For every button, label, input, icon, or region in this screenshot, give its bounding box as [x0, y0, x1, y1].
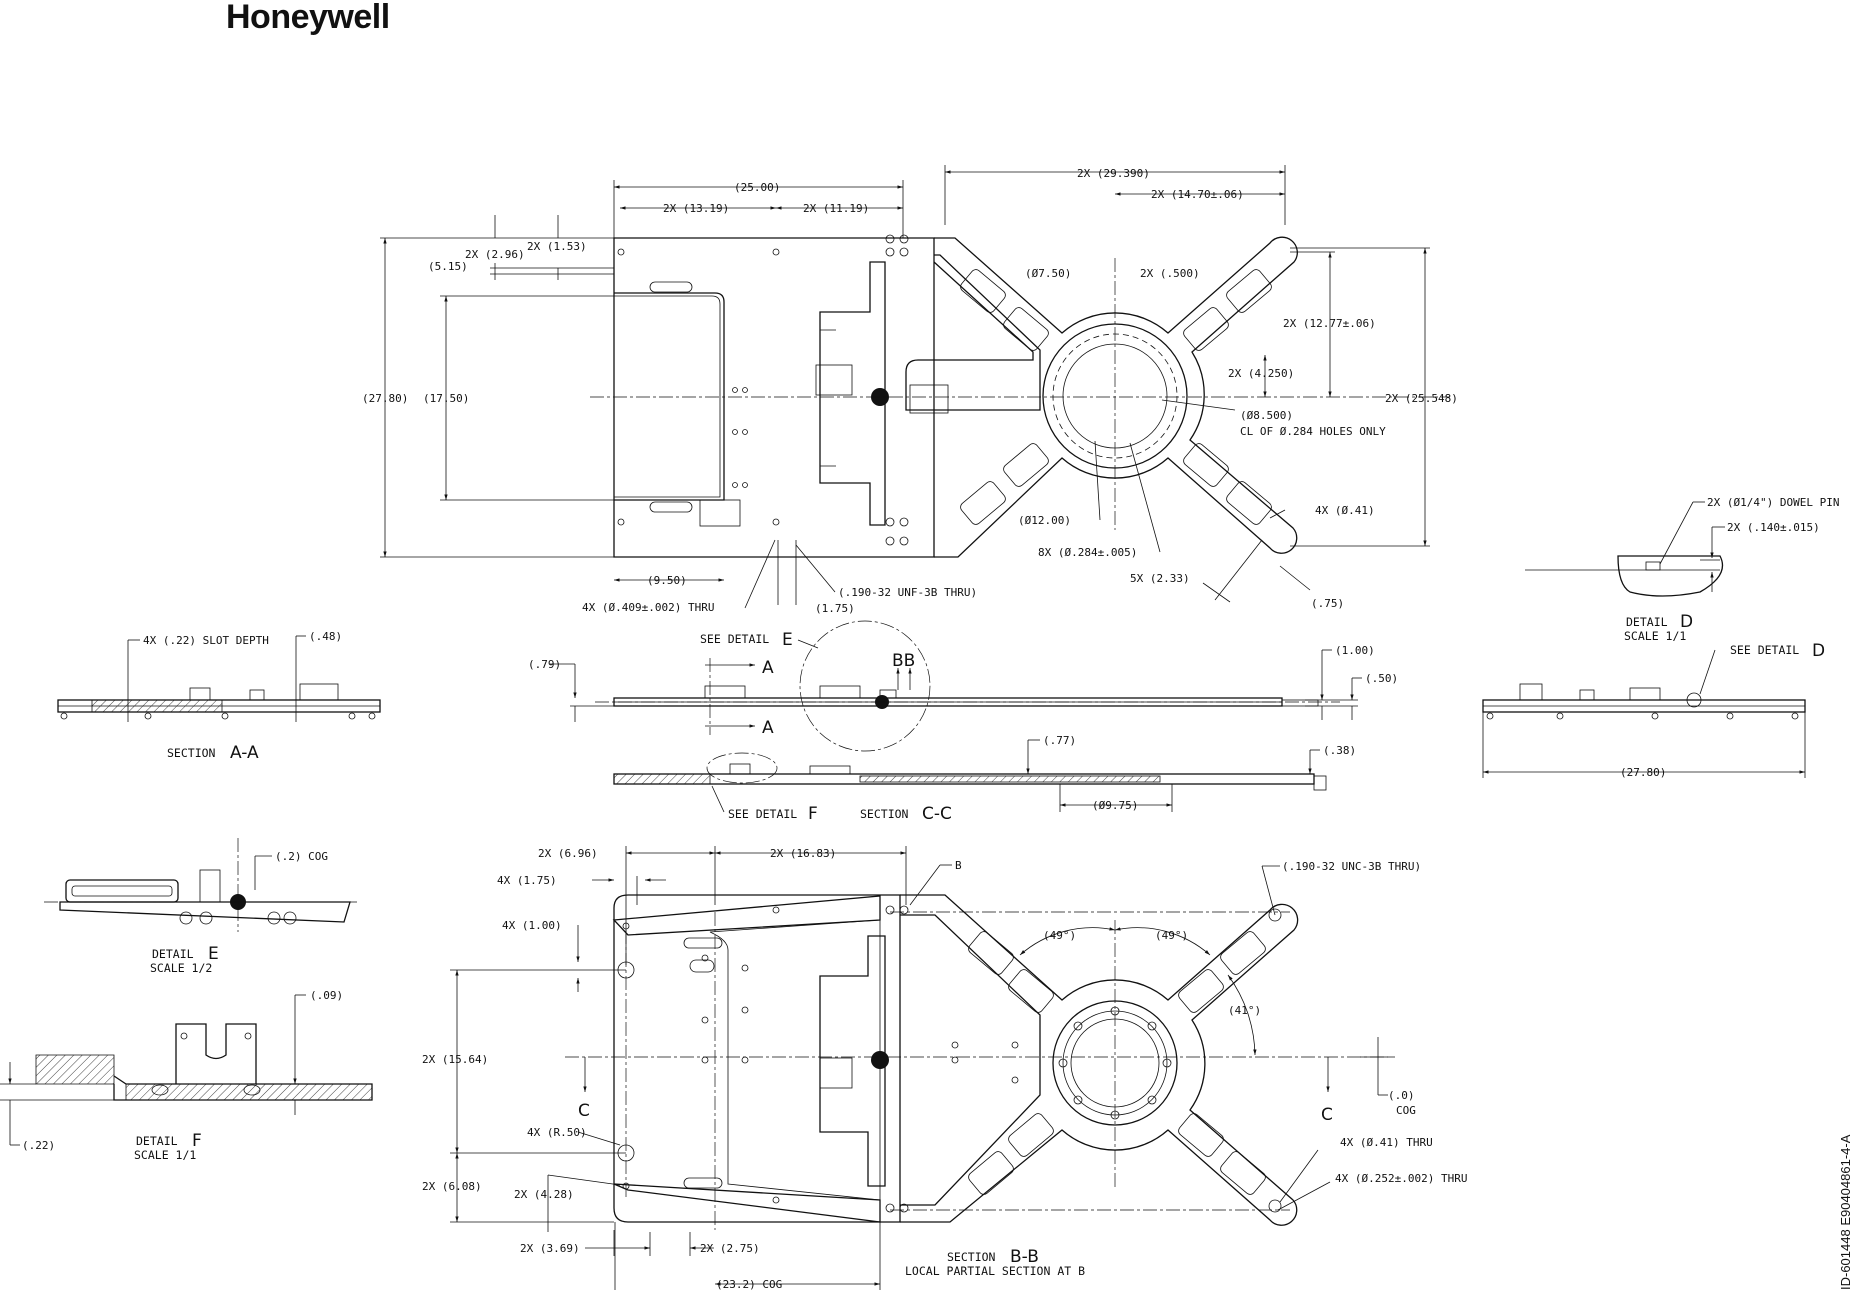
dim-text: (25.00) [734, 181, 780, 194]
detail-d: 2X (Ø1/4") DOWEL PIN 2X (.140±.015) DETA… [1525, 496, 1839, 643]
dim-text: 4X (1.00) [502, 919, 562, 932]
dim-text: (.38) [1323, 744, 1356, 757]
dim-text: 2X (16.83) [770, 847, 836, 860]
detail-scale: SCALE 1/2 [150, 961, 212, 975]
see-detail-note: SEE DETAIL [728, 807, 797, 821]
dim-text: 2X (11.19) [803, 202, 869, 215]
dim-text: B [955, 859, 962, 872]
dim-text: 4X (Ø.252±.002) THRU [1335, 1172, 1467, 1185]
dim-text: (49°) [1155, 929, 1188, 942]
dim-text: 2X (4.28) [514, 1188, 574, 1201]
dim-text: (.190-32 UNF-3B THRU) [838, 586, 977, 599]
dim-text: (Ø12.00) [1018, 514, 1071, 527]
dim-text: 4X (R.50) [527, 1126, 587, 1139]
dim-text: (9.50) [647, 574, 687, 587]
section-marker-c: C [1321, 1105, 1333, 1125]
section-marker-b: BB [892, 651, 915, 671]
dim-text: 4X (Ø.409±.002) THRU [582, 601, 714, 614]
section-marker-a: A [762, 718, 774, 738]
detail-letter: E [782, 630, 793, 650]
dim-text: (.22) [22, 1139, 55, 1152]
dim-text: (.48) [309, 630, 342, 643]
detail-title: DETAIL [1626, 615, 1668, 629]
dim-text: (.77) [1043, 734, 1076, 747]
dim-text: 2X (2.96) [465, 248, 525, 261]
see-detail-note: SEE DETAIL [700, 632, 769, 646]
section-a-a: 4X (.22) SLOT DEPTH (.48) SECTION A-A [57, 630, 381, 763]
detail-letter: F [808, 804, 818, 824]
dim-text: (Ø7.50) [1025, 267, 1071, 280]
front-view: SEE DETAIL E (.79) (1.00) (.50) A A BB [528, 620, 1398, 752]
dim-text: (.190-32 UNC-3B THRU) [1282, 860, 1421, 873]
dim-text: 2X (4.250) [1228, 367, 1294, 380]
detail-letter: F [192, 1131, 202, 1151]
section-letters: B-B [1010, 1247, 1039, 1267]
dim-text: (23.2) COG [716, 1278, 782, 1291]
dim-text: (Ø9.75) [1092, 799, 1138, 812]
dim-text: (.50) [1365, 672, 1398, 685]
dim-text: 2X (6.96) [538, 847, 598, 860]
dim-text: 2X (2.75) [700, 1242, 760, 1255]
dim-text: 8X (Ø.284±.005) [1038, 546, 1137, 559]
dim-text: (41°) [1228, 1004, 1261, 1017]
dim-text: 2X (13.19) [663, 202, 729, 215]
section-title: SECTION [947, 1250, 996, 1264]
dim-text: (.79) [528, 658, 561, 671]
dim-text: 2X (1.53) [527, 240, 587, 253]
detail-letter: E [208, 944, 219, 964]
dim-text: (5.15) [428, 260, 468, 273]
dim-text: CL OF Ø.284 HOLES ONLY [1240, 425, 1386, 438]
detail-title: DETAIL [152, 947, 194, 961]
dim-text: 2X (.140±.015) [1727, 521, 1820, 534]
dim-text: (27.80) [362, 392, 408, 405]
section-letters: A-A [230, 743, 259, 763]
dim-text: 2X (6.08) [422, 1180, 482, 1193]
detail-scale: SCALE 1/1 [1624, 629, 1686, 643]
drawing-id: ID-601448 E90404861-4-A [1838, 1134, 1853, 1290]
dim-text: (.75) [1311, 597, 1344, 610]
detail-letter: D [1812, 641, 1825, 661]
dim-text: 5X (2.33) [1130, 572, 1190, 585]
dim-text: 2X (14.70±.06) [1151, 188, 1244, 201]
dim-text: 4X (.22) SLOT DEPTH [143, 634, 269, 647]
dim-text: 4X (Ø.41) [1315, 504, 1375, 517]
section-subtitle: LOCAL PARTIAL SECTION AT B [905, 1264, 1085, 1278]
dim-text: (27.80) [1620, 766, 1666, 779]
section-title: SECTION [167, 746, 216, 760]
section-c-c: (.77) (.38) (Ø9.75) SEE DETAIL F SECTION… [613, 734, 1356, 824]
detail-title: DETAIL [136, 1134, 178, 1148]
dim-text: (Ø8.500) [1240, 409, 1293, 422]
top-view: (25.00) 2X (13.19) 2X (11.19) 2X (29.390… [362, 165, 1458, 615]
see-detail-note: SEE DETAIL [1730, 643, 1799, 657]
dim-text: (49°) [1043, 929, 1076, 942]
detail-scale: SCALE 1/1 [134, 1148, 196, 1162]
dim-text: (.2) COG [275, 850, 328, 863]
section-letters: C-C [922, 804, 952, 824]
dim-text: 2X (29.390) [1077, 167, 1150, 180]
dim-text: 2X (Ø1/4") DOWEL PIN [1707, 496, 1839, 509]
dim-text: 2X (12.77±.06) [1283, 317, 1376, 330]
section-marker-a: A [762, 658, 774, 678]
section-b-b: 2X (6.96) 2X (16.83) 4X (1.75) 4X (1.00)… [422, 846, 1467, 1291]
dim-text: 4X (Ø.41) THRU [1340, 1136, 1433, 1149]
dim-text: 2X (3.69) [520, 1242, 580, 1255]
dim-text: 2X (25.548) [1385, 392, 1458, 405]
section-title: SECTION [860, 807, 909, 821]
dim-text: COG [1396, 1104, 1416, 1117]
detail-letter: D [1680, 612, 1693, 632]
dim-text: (1.75) [815, 602, 855, 615]
detail-e: (.2) COG DETAIL E SCALE 1/2 [44, 838, 360, 975]
dim-text: (1.00) [1335, 644, 1375, 657]
dim-text: (17.50) [423, 392, 469, 405]
detail-f: (.09) (.22) DETAIL F SCALE 1/1 [0, 989, 373, 1162]
dim-text: 2X (.500) [1140, 267, 1200, 280]
section-marker-c: C [578, 1101, 590, 1121]
dim-text: (.09) [310, 989, 343, 1002]
dim-text: 4X (1.75) [497, 874, 557, 887]
dim-text: (.0) [1388, 1089, 1415, 1102]
dim-text: 2X (15.64) [422, 1053, 488, 1066]
right-view: SEE DETAIL D (27.80) [1482, 641, 1825, 779]
honeywell-logo: Honeywell [226, 0, 390, 36]
